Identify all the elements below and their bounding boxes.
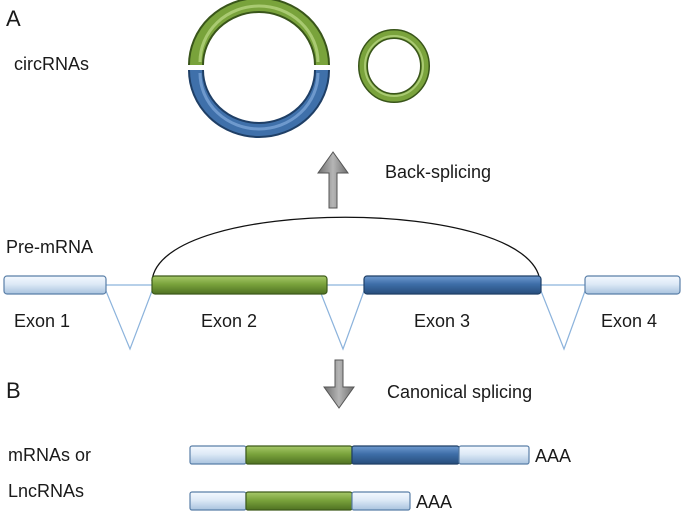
poly-a-tail-2: AAA [416, 492, 452, 512]
mrnas-label-line1: mRNAs or [8, 445, 91, 465]
circrna-two-exon-ring [188, 0, 330, 138]
splicing-connectors [105, 290, 586, 351]
panel-label-a: A [6, 6, 21, 31]
exon-2-label: Exon 2 [201, 311, 257, 331]
back-splicing-label: Back-splicing [385, 162, 491, 182]
exon-4-label: Exon 4 [601, 311, 657, 331]
exon-3-block [363, 275, 542, 295]
panel-label-b: B [6, 378, 21, 403]
poly-a-tail-1: AAA [535, 446, 571, 466]
exon-1-block [3, 275, 107, 295]
mrnas-label-line2: LncRNAs [8, 481, 84, 501]
circrnas-label: circRNAs [14, 54, 89, 74]
back-splicing-arrow [317, 151, 349, 209]
canonical-splicing-arrow [323, 359, 355, 409]
exon-3-label: Exon 3 [414, 311, 470, 331]
back-splice-arch [151, 216, 541, 282]
exon-2-block [151, 275, 328, 295]
mature-transcript-full [189, 445, 530, 465]
mature-transcript-skipped [189, 491, 411, 511]
circrna-single-exon-ring [358, 29, 430, 103]
pre-mrna-label: Pre-mRNA [6, 237, 93, 257]
exon-4-block [584, 275, 681, 295]
canonical-splicing-label: Canonical splicing [387, 382, 532, 402]
exon-1-label: Exon 1 [14, 311, 70, 331]
